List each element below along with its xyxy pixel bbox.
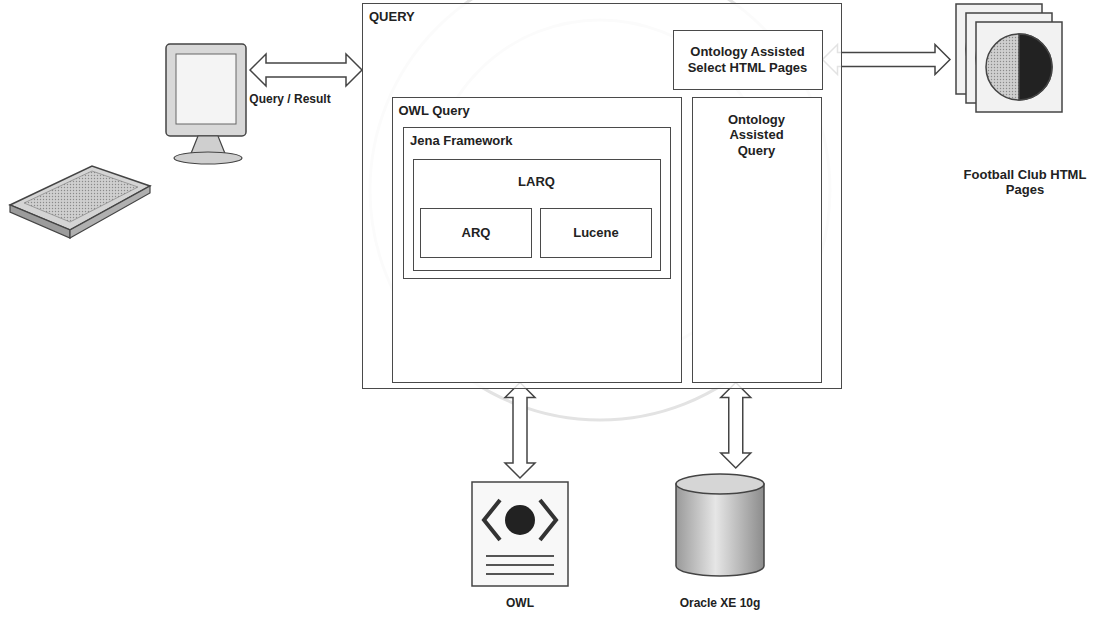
double-arrow bbox=[505, 383, 535, 479]
resource-node: OWL bbox=[462, 478, 578, 612]
resource-node: Football Club HTML Pages bbox=[950, 4, 1100, 200]
node-label: OWL bbox=[506, 596, 534, 610]
html-pages-icon bbox=[956, 4, 1062, 112]
component-box: Ontology Assisted Query bbox=[692, 97, 822, 383]
component-box: Lucene bbox=[540, 208, 652, 258]
owl-document-icon bbox=[472, 482, 568, 586]
resource-node: Oracle XE 10g bbox=[660, 468, 780, 612]
component-box: OWL QueryJena FrameworkLARQ ARQ Lucene bbox=[392, 97, 682, 383]
node-label: Lucene bbox=[573, 225, 619, 241]
component-box: ARQ bbox=[420, 208, 532, 258]
component-box: Jena FrameworkLARQ ARQ Lucene bbox=[403, 127, 671, 279]
node-label: Oracle XE 10g bbox=[680, 596, 761, 610]
node-label: QUERY bbox=[369, 9, 415, 25]
query-result-arrow bbox=[250, 54, 362, 86]
component-box: LARQ ARQ Lucene bbox=[413, 159, 661, 271]
component-box: QUERY Ontology Assisted Select HTML Pages… bbox=[362, 3, 842, 389]
computer-icon bbox=[10, 44, 246, 238]
component-box: Ontology Assisted Select HTML Pages bbox=[673, 30, 823, 90]
node-label: Ontology Assisted Query bbox=[717, 112, 797, 159]
arrow-label: Query / Result bbox=[247, 92, 332, 106]
node-label: Football Club HTML Pages bbox=[952, 167, 1098, 198]
node-label: ARQ bbox=[462, 225, 491, 241]
node-label: OWL Query bbox=[399, 103, 470, 119]
node-label: Ontology Assisted Select HTML Pages bbox=[688, 44, 808, 75]
database-cylinder bbox=[676, 474, 764, 576]
double-arrow bbox=[721, 383, 751, 469]
node-label: LARQ bbox=[518, 174, 555, 190]
node-label: Jena Framework bbox=[410, 133, 513, 149]
